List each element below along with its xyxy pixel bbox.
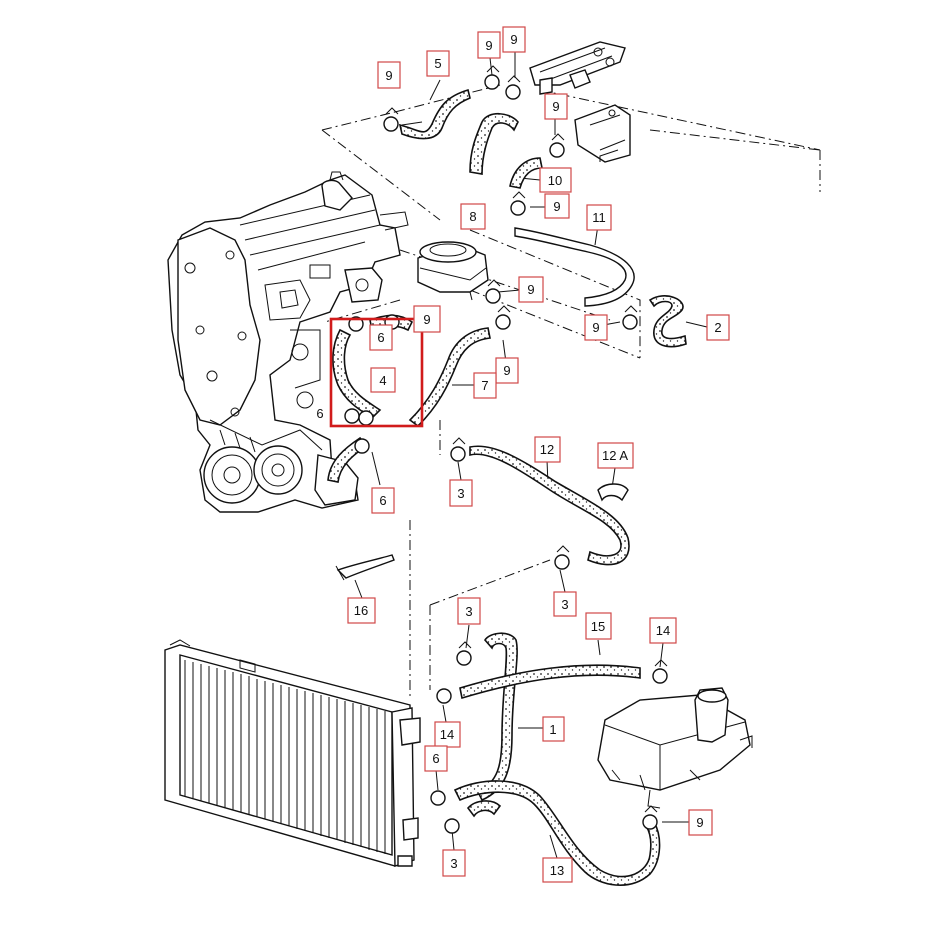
svg-text:9: 9 [485, 38, 492, 53]
svg-text:9: 9 [592, 320, 599, 335]
cable-tie-16 [335, 554, 395, 581]
clamp [549, 133, 565, 158]
clamp [622, 305, 638, 330]
clamp [510, 191, 526, 216]
label-8: 8 [460, 203, 486, 230]
label-13: 13 [542, 857, 573, 883]
clamp [642, 805, 658, 830]
clamp [344, 408, 360, 424]
label-12: 12 [534, 436, 561, 463]
label-2: 2 [706, 314, 730, 341]
label-9: 9 [584, 314, 608, 341]
clamp [358, 410, 374, 426]
label-11: 11 [586, 204, 612, 231]
svg-text:9: 9 [553, 199, 560, 214]
svg-text:5: 5 [434, 56, 441, 71]
svg-text:9: 9 [552, 99, 559, 114]
clamp [444, 818, 460, 834]
label-3: 3 [457, 597, 481, 625]
label-9: 9 [413, 305, 441, 333]
svg-text:13: 13 [550, 863, 564, 878]
svg-text:1: 1 [549, 722, 556, 737]
label-9: 9 [518, 276, 544, 303]
label-3: 3 [442, 849, 466, 877]
clamp [436, 688, 452, 704]
svg-text:3: 3 [457, 486, 464, 501]
clamp [505, 75, 521, 100]
clamp [495, 305, 511, 330]
svg-text:9: 9 [510, 32, 517, 47]
svg-text:6: 6 [377, 330, 384, 345]
label-6: 6 [369, 324, 393, 351]
svg-text:3: 3 [465, 604, 472, 619]
flange-assembly [529, 41, 631, 163]
label-14: 14 [649, 617, 677, 644]
label-10: 10 [539, 167, 572, 193]
svg-text:14: 14 [656, 623, 670, 638]
svg-text:9: 9 [503, 363, 510, 378]
clamp [485, 279, 501, 304]
clamp [450, 437, 466, 462]
part-labels: 5 9 9 9 9 10 9 8 11 9 9 6 9 2 9 4 7 6 12… [316, 26, 730, 883]
clamp [652, 659, 668, 684]
svg-text:3: 3 [561, 597, 568, 612]
radiator [164, 639, 421, 867]
svg-text:8: 8 [469, 209, 476, 224]
svg-text:7: 7 [481, 378, 488, 393]
label-7: 7 [473, 372, 497, 399]
svg-text:9: 9 [527, 282, 534, 297]
expansion-tank-upper [417, 241, 489, 301]
clamp [554, 545, 570, 570]
engine-block [167, 171, 409, 513]
svg-text:14: 14 [440, 727, 454, 742]
label-1: 1 [542, 716, 565, 742]
highlight-box [329, 317, 424, 428]
label-9: 9 [544, 93, 568, 120]
label-15: 15 [585, 612, 612, 640]
label-3: 3 [553, 591, 577, 617]
clamp [348, 316, 364, 332]
svg-text:9: 9 [423, 312, 430, 327]
label-9: 9 [477, 31, 501, 59]
label-9: 9 [544, 193, 570, 219]
svg-text:12 A: 12 A [602, 448, 628, 463]
label-9: 9 [688, 809, 713, 836]
label-9: 9 [502, 26, 526, 53]
label-6: 6 [424, 745, 448, 772]
svg-text:9: 9 [385, 68, 392, 83]
clamp [383, 107, 399, 132]
hose-clamps [335, 65, 668, 834]
clamp [484, 65, 500, 90]
svg-text:4: 4 [379, 373, 386, 388]
label-5: 5 [426, 50, 450, 77]
label-6: 6 [316, 406, 323, 421]
label-9: 9 [377, 61, 401, 89]
clip-12a [597, 483, 629, 502]
expansion-tank-lower [597, 687, 753, 809]
svg-text:9: 9 [696, 815, 703, 830]
clamp [430, 790, 446, 806]
svg-text:3: 3 [450, 856, 457, 871]
label-14: 14 [434, 721, 461, 748]
svg-text:11: 11 [592, 210, 606, 225]
label-9: 9 [495, 357, 519, 384]
svg-text:15: 15 [591, 619, 605, 634]
svg-text:16: 16 [354, 603, 368, 618]
svg-text:6: 6 [316, 406, 323, 421]
svg-text:10: 10 [548, 173, 562, 188]
svg-text:6: 6 [379, 493, 386, 508]
clamp [456, 641, 472, 666]
label-12a: 12 A [597, 442, 634, 469]
label-6: 6 [371, 487, 395, 514]
svg-text:6: 6 [432, 751, 439, 766]
label-4: 4 [370, 367, 396, 393]
label-3: 3 [449, 479, 473, 507]
svg-text:2: 2 [714, 320, 721, 335]
label-16: 16 [347, 597, 376, 624]
svg-text:12: 12 [540, 442, 554, 457]
clamp [354, 438, 370, 454]
